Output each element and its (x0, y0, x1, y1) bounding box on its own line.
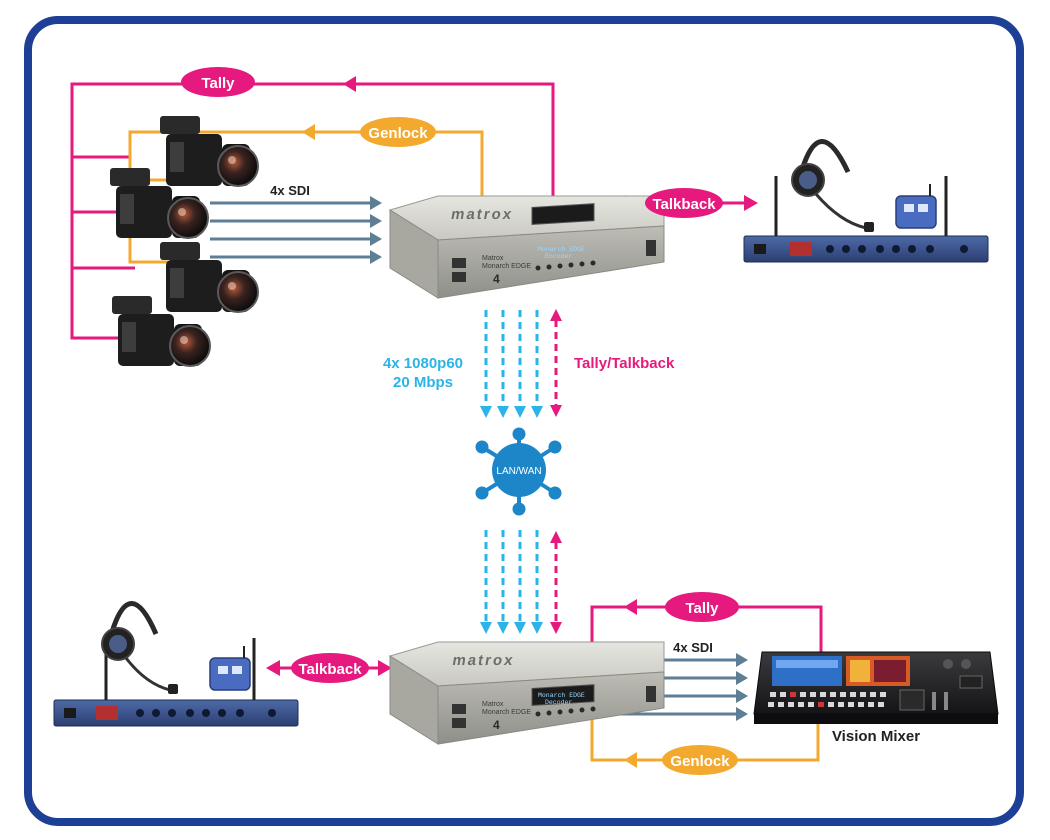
camera-3 (160, 242, 259, 313)
headset-top (791, 139, 874, 232)
sdi-arrowheads-top (370, 196, 382, 264)
lan-wan-label: LAN/WAN (496, 466, 541, 477)
camera-1 (160, 116, 259, 187)
tally-talkback-line-bottom (550, 531, 562, 634)
tally-arrow-bottom (624, 599, 637, 615)
talkback-label-bottom: Talkback (298, 661, 362, 678)
stream-arrowheads-bottom (480, 622, 543, 634)
encoder-device (388, 195, 665, 299)
genlock-pill-top (360, 117, 436, 147)
intercom-rack-top (743, 176, 989, 263)
decoder-model-name-1: Matrox (482, 701, 504, 708)
camera-2 (110, 168, 209, 239)
encoder-model-name-2: Monarch EDGE (482, 263, 531, 270)
tally-talkback-line-top (550, 309, 562, 417)
encoder-badge: 4 (493, 272, 500, 286)
lan-wan-hub (475, 427, 562, 516)
talkback-pill-top (645, 188, 723, 218)
tally-talkback-label: Tally/Talkback (574, 355, 675, 372)
vision-mixer-label: Vision Mixer (832, 728, 920, 745)
genlock-label-top: Genlock (368, 125, 428, 142)
tally-label-top: Tally (201, 75, 235, 92)
tally-label-bottom: Tally (685, 600, 719, 617)
sdi-lines-top (210, 201, 372, 259)
genlock-arrow-top (302, 124, 315, 140)
encoder-model-name-1: Matrox (482, 255, 504, 262)
stream-arrowheads-top (480, 406, 543, 418)
decoder-lcd-line-2: Decoder (545, 699, 572, 706)
genlock-pill-bottom (662, 745, 738, 775)
encoder-brand-logo: matrox (450, 206, 515, 223)
sdi-label-bottom: 4x SDI (673, 640, 713, 655)
stream-label-bitrate: 20 Mbps (393, 374, 453, 391)
stream-lines-bottom (484, 530, 539, 622)
talkback-label-top: Talkback (652, 196, 716, 213)
stream-lines-top (484, 310, 539, 406)
decoder-model-name-2: Monarch EDGE (482, 709, 531, 716)
stream-label-resolution: 4x 1080p60 (383, 355, 463, 372)
decoder-brand-logo: matrox (451, 652, 516, 669)
tally-pill-top (181, 67, 255, 97)
genlock-label-bottom: Genlock (670, 753, 730, 770)
camera-4 (112, 296, 211, 367)
vision-mixer-device (753, 651, 999, 724)
beltpack-bottom (209, 646, 251, 691)
encoder-lcd-line-2: Encoder (545, 253, 572, 260)
intercom-rack-bottom (53, 638, 299, 727)
genlock-arrow-bottom (624, 752, 637, 768)
sdi-arrowheads-bottom (736, 653, 748, 721)
encoder-lcd-line-1: Monarch EDGE (538, 246, 585, 253)
tally-arrow-top (343, 76, 356, 92)
talkback-pill-bottom (291, 653, 369, 683)
beltpack-top (895, 184, 937, 229)
tally-line-top (70, 82, 555, 340)
sdi-label-top: 4x SDI (270, 183, 310, 198)
decoder-lcd-line-1: Monarch EDGE (538, 692, 585, 699)
headset-bottom (101, 601, 178, 694)
decoder-badge: 4 (493, 718, 500, 732)
decoder-device (388, 641, 665, 745)
tally-pill-bottom (665, 592, 739, 622)
